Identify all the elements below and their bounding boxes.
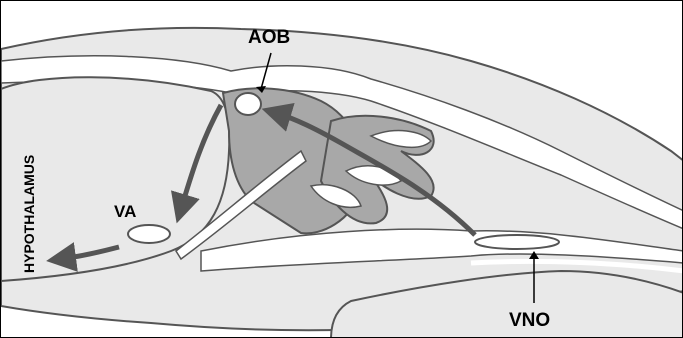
hypothalamus-label: HYPOTHALAMUS	[22, 155, 36, 273]
va-label: VA	[114, 203, 136, 220]
aob-label: AOB	[248, 28, 290, 47]
aob-oval	[235, 93, 261, 115]
vno-oval	[475, 235, 559, 249]
vno-label: VNO	[509, 311, 550, 330]
va-oval	[128, 225, 170, 243]
